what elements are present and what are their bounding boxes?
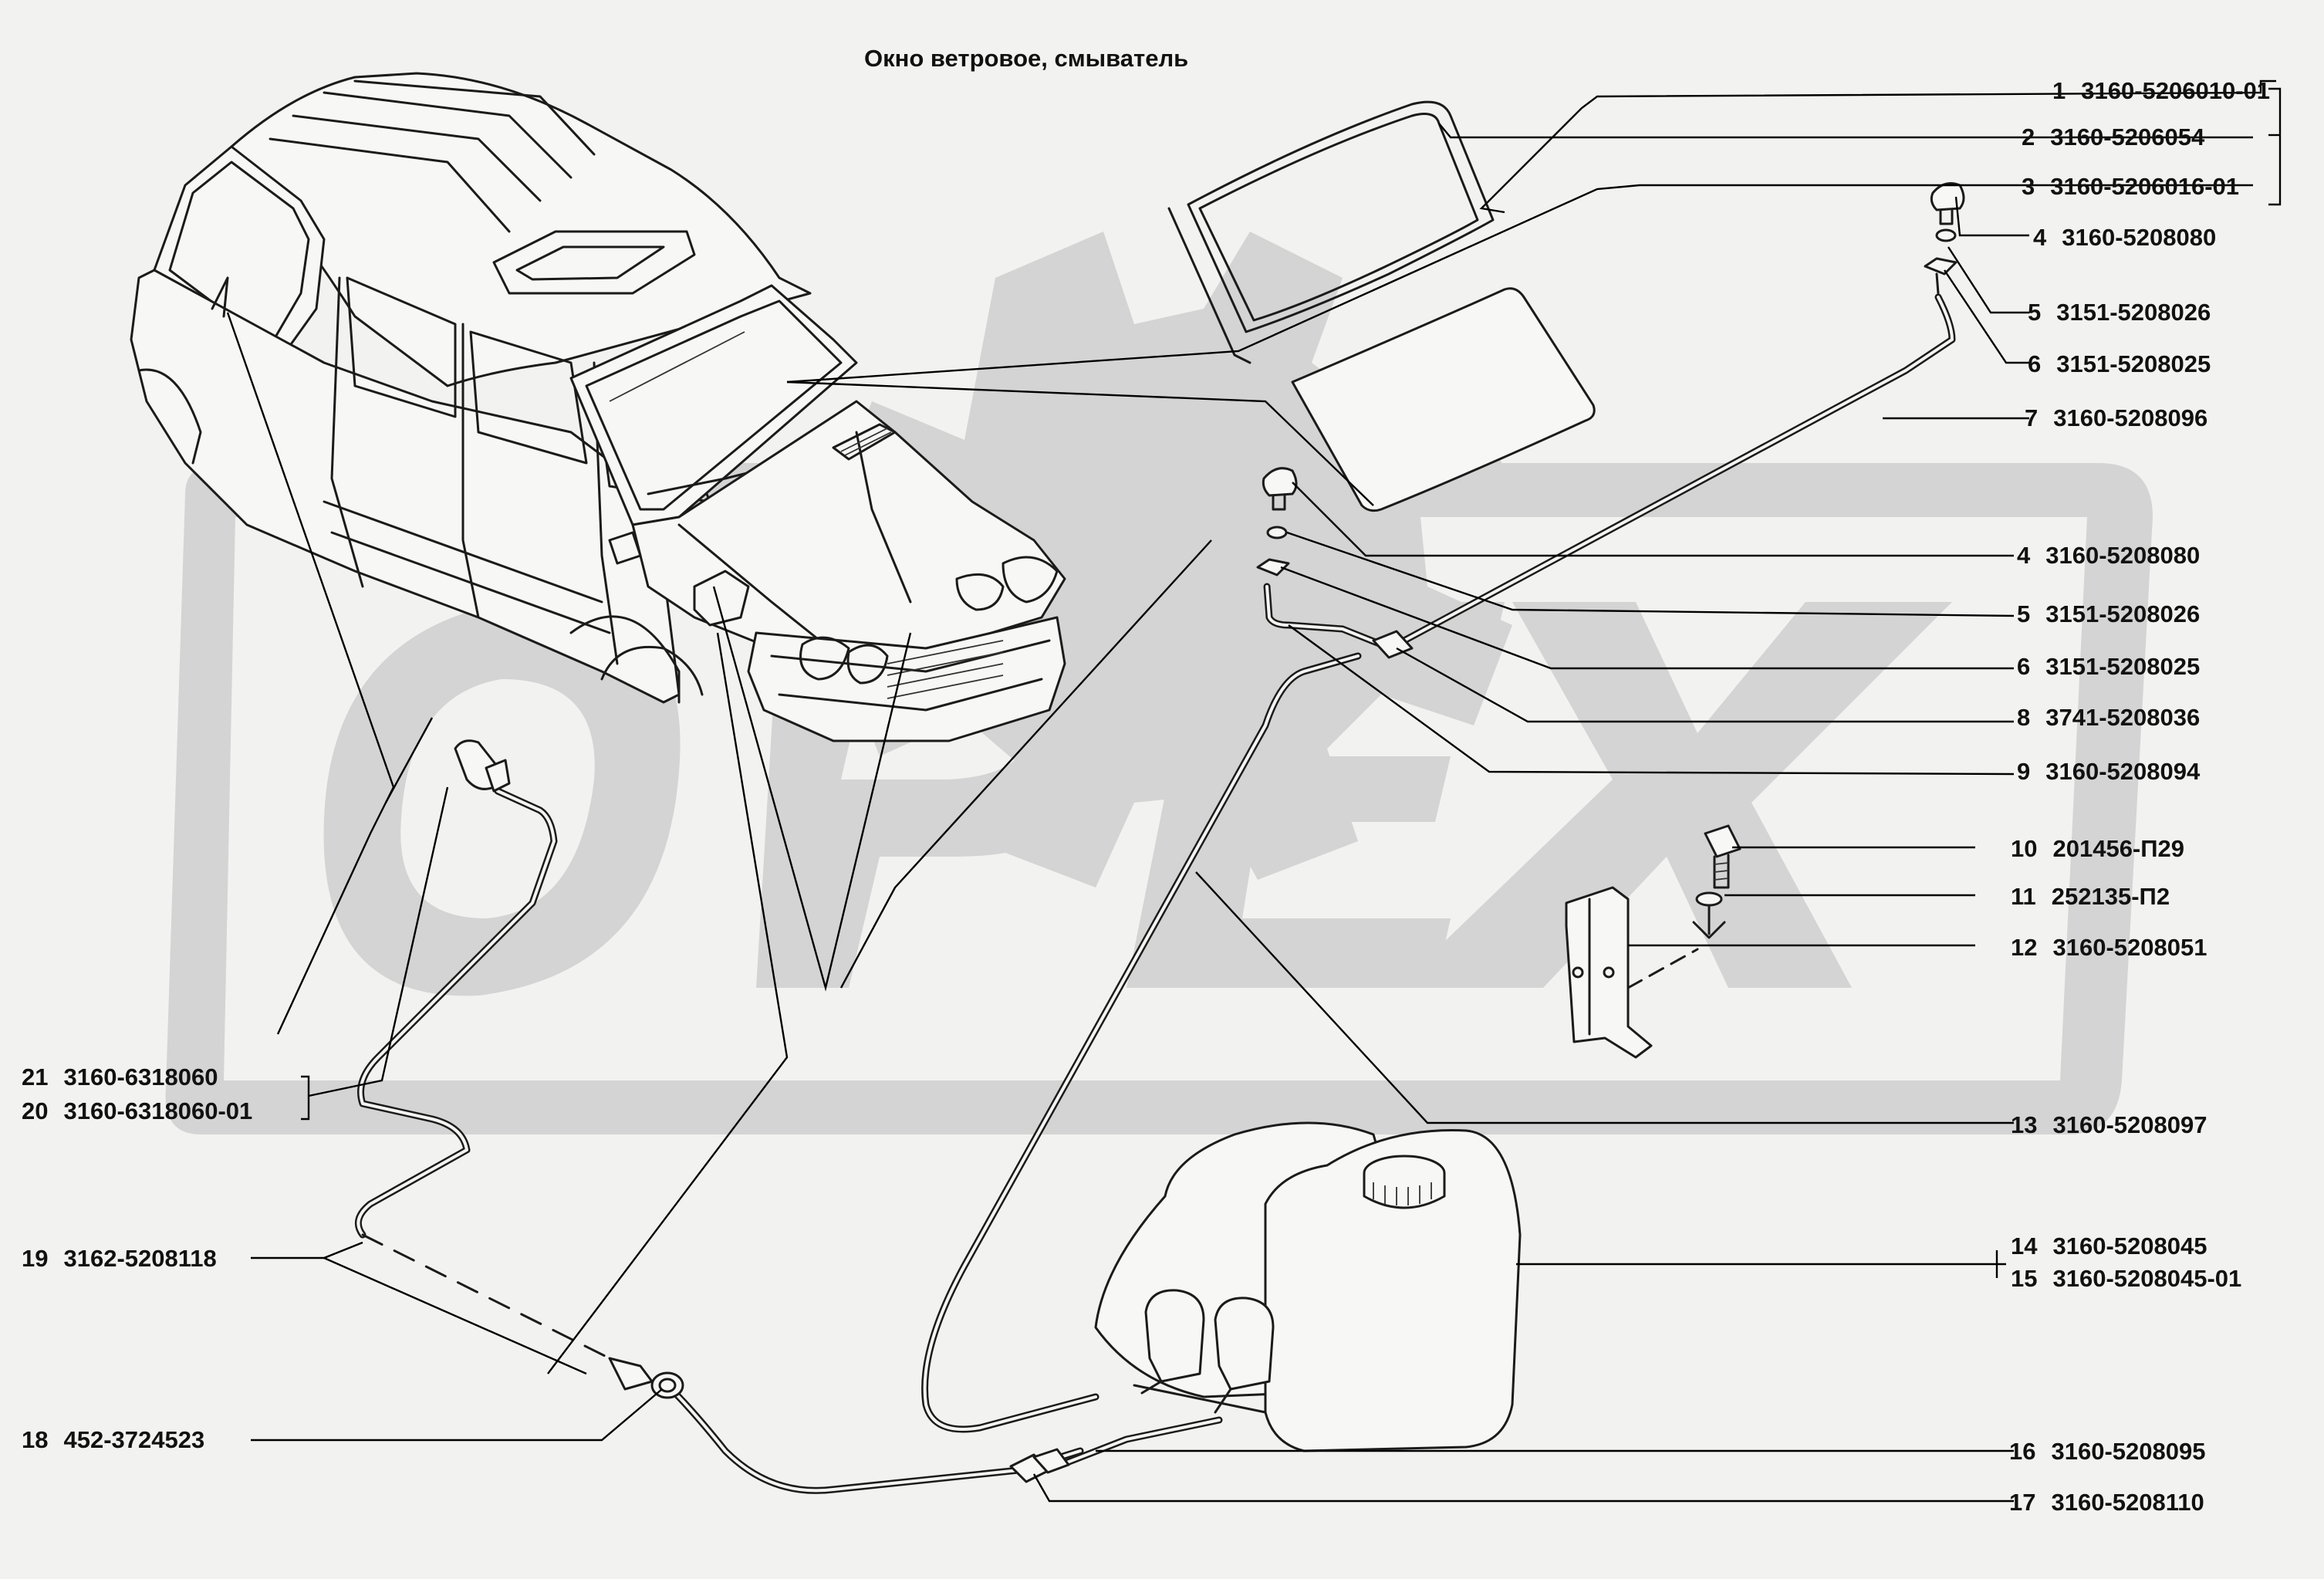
connector-17 xyxy=(1009,1448,1070,1483)
page-title: Окно ветровое, смыватель xyxy=(864,45,1189,72)
check-valve xyxy=(608,1357,684,1399)
vehicle-body xyxy=(130,72,1066,742)
hoses xyxy=(354,293,1956,1494)
watermark-letter-x xyxy=(1397,602,1952,988)
nozzle-upper xyxy=(1924,182,1965,295)
bracket-assembly xyxy=(1565,824,1741,1059)
watermark-letter-e xyxy=(1127,602,1505,988)
watermark-letter-o xyxy=(323,600,681,996)
windshield-exploded xyxy=(1167,100,1596,512)
rear-nozzle xyxy=(454,739,511,793)
washer-reservoir xyxy=(1094,1121,1522,1452)
leader-lines xyxy=(226,79,2282,1503)
